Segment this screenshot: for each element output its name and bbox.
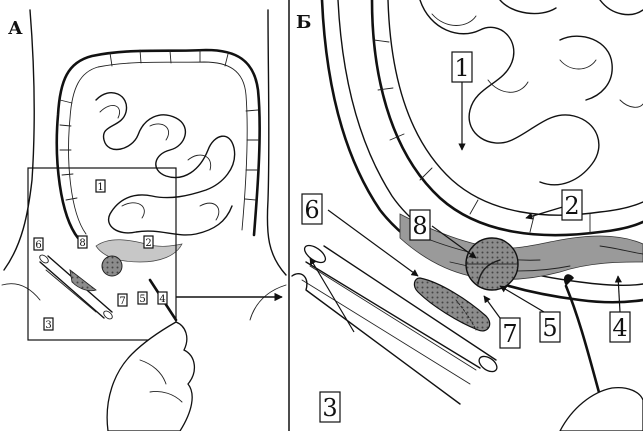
- callout-b-8: 8: [410, 210, 430, 240]
- svg-text:3: 3: [322, 394, 337, 422]
- arrow-3: [310, 258, 354, 332]
- svg-text:4: 4: [159, 294, 165, 305]
- callout-b-2: 2: [562, 190, 582, 220]
- svg-text:5: 5: [542, 314, 557, 342]
- callout-a-8: 8: [78, 236, 87, 249]
- colon: [57, 50, 260, 238]
- svg-text:3: 3: [45, 320, 51, 331]
- svg-text:6: 6: [304, 196, 319, 224]
- appendix-focus: [102, 256, 122, 276]
- svg-text:8: 8: [79, 238, 85, 249]
- svg-text:2: 2: [145, 238, 151, 249]
- svg-text:5: 5: [139, 294, 145, 305]
- callout-b-6: 6: [302, 194, 322, 224]
- arrow-7: [484, 296, 500, 318]
- svg-text:7: 7: [119, 296, 125, 307]
- svg-text:8: 8: [412, 212, 427, 240]
- appendix-target: [466, 238, 518, 290]
- colon-haustra: [60, 50, 258, 200]
- arrow-2: [526, 206, 566, 218]
- svg-text:2: 2: [564, 192, 579, 220]
- callout-a-5: 5: [138, 292, 147, 305]
- colon-b-haustra: [374, 40, 590, 234]
- arrow-4: [618, 276, 620, 312]
- dissector-b: [564, 274, 600, 396]
- panel-a-letter: А: [8, 18, 23, 39]
- callout-b-3: 3: [320, 392, 340, 422]
- callout-a-7: 7: [118, 294, 127, 307]
- colon-inner: [69, 62, 248, 234]
- svg-text:4: 4: [612, 314, 627, 342]
- grasper-a: [70, 270, 96, 291]
- callout-b-1: 1: [452, 52, 472, 82]
- callout-a-2: 2: [144, 236, 153, 249]
- svg-text:7: 7: [502, 320, 517, 348]
- small-intestine-b: [420, 0, 643, 185]
- callout-a-1: 1: [96, 180, 105, 193]
- panel-a: 1 2 3 4 5 6 7: [2, 10, 286, 431]
- svg-text:1: 1: [454, 54, 469, 82]
- panel-b: 1 2 3 4 5 6 7: [292, 0, 643, 431]
- panel-b-letter: Б: [296, 12, 311, 33]
- callout-b-5: 5: [540, 312, 560, 342]
- callout-b-4: 4: [610, 312, 630, 342]
- svg-text:6: 6: [35, 240, 41, 251]
- callout-a-6: 6: [34, 238, 43, 251]
- callout-b-7: 7: [500, 318, 520, 348]
- callout-a-3: 3: [44, 318, 53, 331]
- hand-b: [560, 388, 643, 431]
- svg-text:1: 1: [97, 182, 103, 193]
- small-intestine: [96, 93, 235, 235]
- callout-a-4: 4: [158, 292, 167, 305]
